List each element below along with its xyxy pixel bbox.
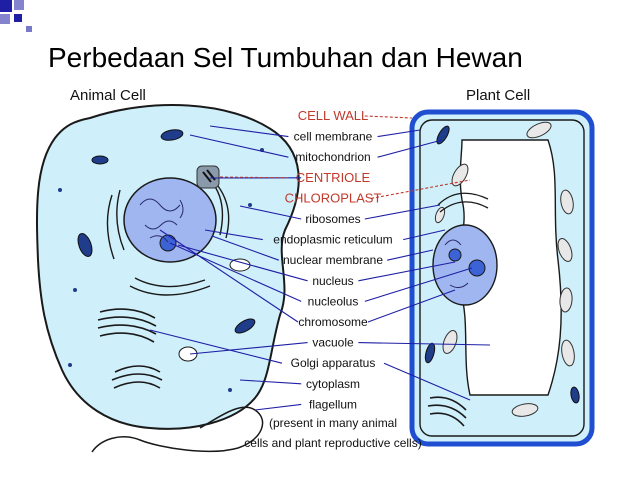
leader-line bbox=[377, 139, 443, 158]
label-chloroplast: CHLOROPLAST bbox=[285, 190, 382, 205]
leader-line bbox=[403, 229, 446, 241]
leader-line bbox=[189, 342, 308, 355]
plant-cell bbox=[409, 109, 595, 447]
leader-line bbox=[169, 242, 302, 302]
leader-line bbox=[239, 205, 302, 220]
animal-flagellum bbox=[91, 406, 264, 453]
plant-cell-caption: Plant Cell bbox=[466, 87, 531, 104]
label-cell-membrane: cell membrane bbox=[294, 130, 373, 144]
label-flagellum: flagellum bbox=[309, 397, 357, 411]
leader-line bbox=[177, 244, 308, 282]
label-nuclear-membrane: nuclear membrane bbox=[283, 253, 383, 267]
leader-line bbox=[254, 403, 302, 411]
label-nucleus: nucleus bbox=[312, 274, 353, 288]
leader-line bbox=[364, 115, 413, 119]
leader-line bbox=[149, 329, 283, 364]
leader-line bbox=[204, 229, 263, 241]
leader-line bbox=[364, 267, 473, 302]
label-cytoplasm: cytoplasm bbox=[306, 377, 360, 391]
label-chromosome: chromosome bbox=[298, 315, 368, 329]
leader-line bbox=[387, 249, 434, 261]
label-cell-wall: CELL WALL bbox=[298, 108, 369, 123]
leader-line bbox=[377, 129, 421, 138]
leader-line bbox=[159, 229, 299, 323]
label-centriole: CENTRIOLE bbox=[296, 170, 371, 185]
plant-nucleolus bbox=[468, 259, 486, 277]
slide-title: Perbedaan Sel Tumbuhan dan Hewan bbox=[48, 42, 523, 73]
leader-line bbox=[358, 261, 456, 282]
leader-line bbox=[371, 179, 471, 199]
animal-nuclear-membrane bbox=[123, 177, 217, 263]
corner-decoration bbox=[0, 0, 60, 40]
animal-cell-caption: Animal Cell bbox=[70, 87, 146, 104]
label-footnote: (present in many animal bbox=[269, 416, 397, 430]
label-golgi-apparatus: Golgi apparatus bbox=[291, 356, 376, 370]
leader-line bbox=[358, 342, 491, 346]
animal-endoplasmic-reticulum bbox=[106, 179, 230, 296]
animal-chromosome bbox=[139, 198, 184, 243]
animal-mitochondria bbox=[77, 129, 256, 334]
leader-line bbox=[219, 176, 291, 179]
label-group: CELL WALL cell membrane mitochondrionCENTR… bbox=[149, 108, 491, 450]
animal-cell-membrane bbox=[36, 104, 300, 430]
plant-vacuole bbox=[457, 139, 562, 396]
leader-line bbox=[209, 125, 289, 138]
leader-line bbox=[367, 289, 456, 323]
leader-line bbox=[239, 379, 302, 385]
animal-golgi bbox=[97, 308, 163, 389]
leader-line bbox=[211, 235, 279, 261]
leader-line bbox=[189, 134, 289, 158]
leader-line bbox=[364, 204, 441, 220]
label-ribosomes: ribosomes bbox=[305, 212, 360, 226]
plant-nuclear-membrane bbox=[432, 224, 498, 306]
label-nucleolus: nucleolus bbox=[308, 294, 359, 308]
plant-chloroplasts bbox=[434, 121, 575, 417]
leader-line bbox=[383, 362, 471, 401]
label-footnote: cells and plant reproductive cells) bbox=[244, 436, 421, 450]
label-endoplasmic-reticulum: endoplasmic reticulum bbox=[273, 233, 392, 247]
label-vacuole: vacuole bbox=[312, 336, 354, 350]
animal-cell bbox=[36, 104, 300, 453]
label-mitochondrion: mitochondrion bbox=[295, 150, 370, 164]
